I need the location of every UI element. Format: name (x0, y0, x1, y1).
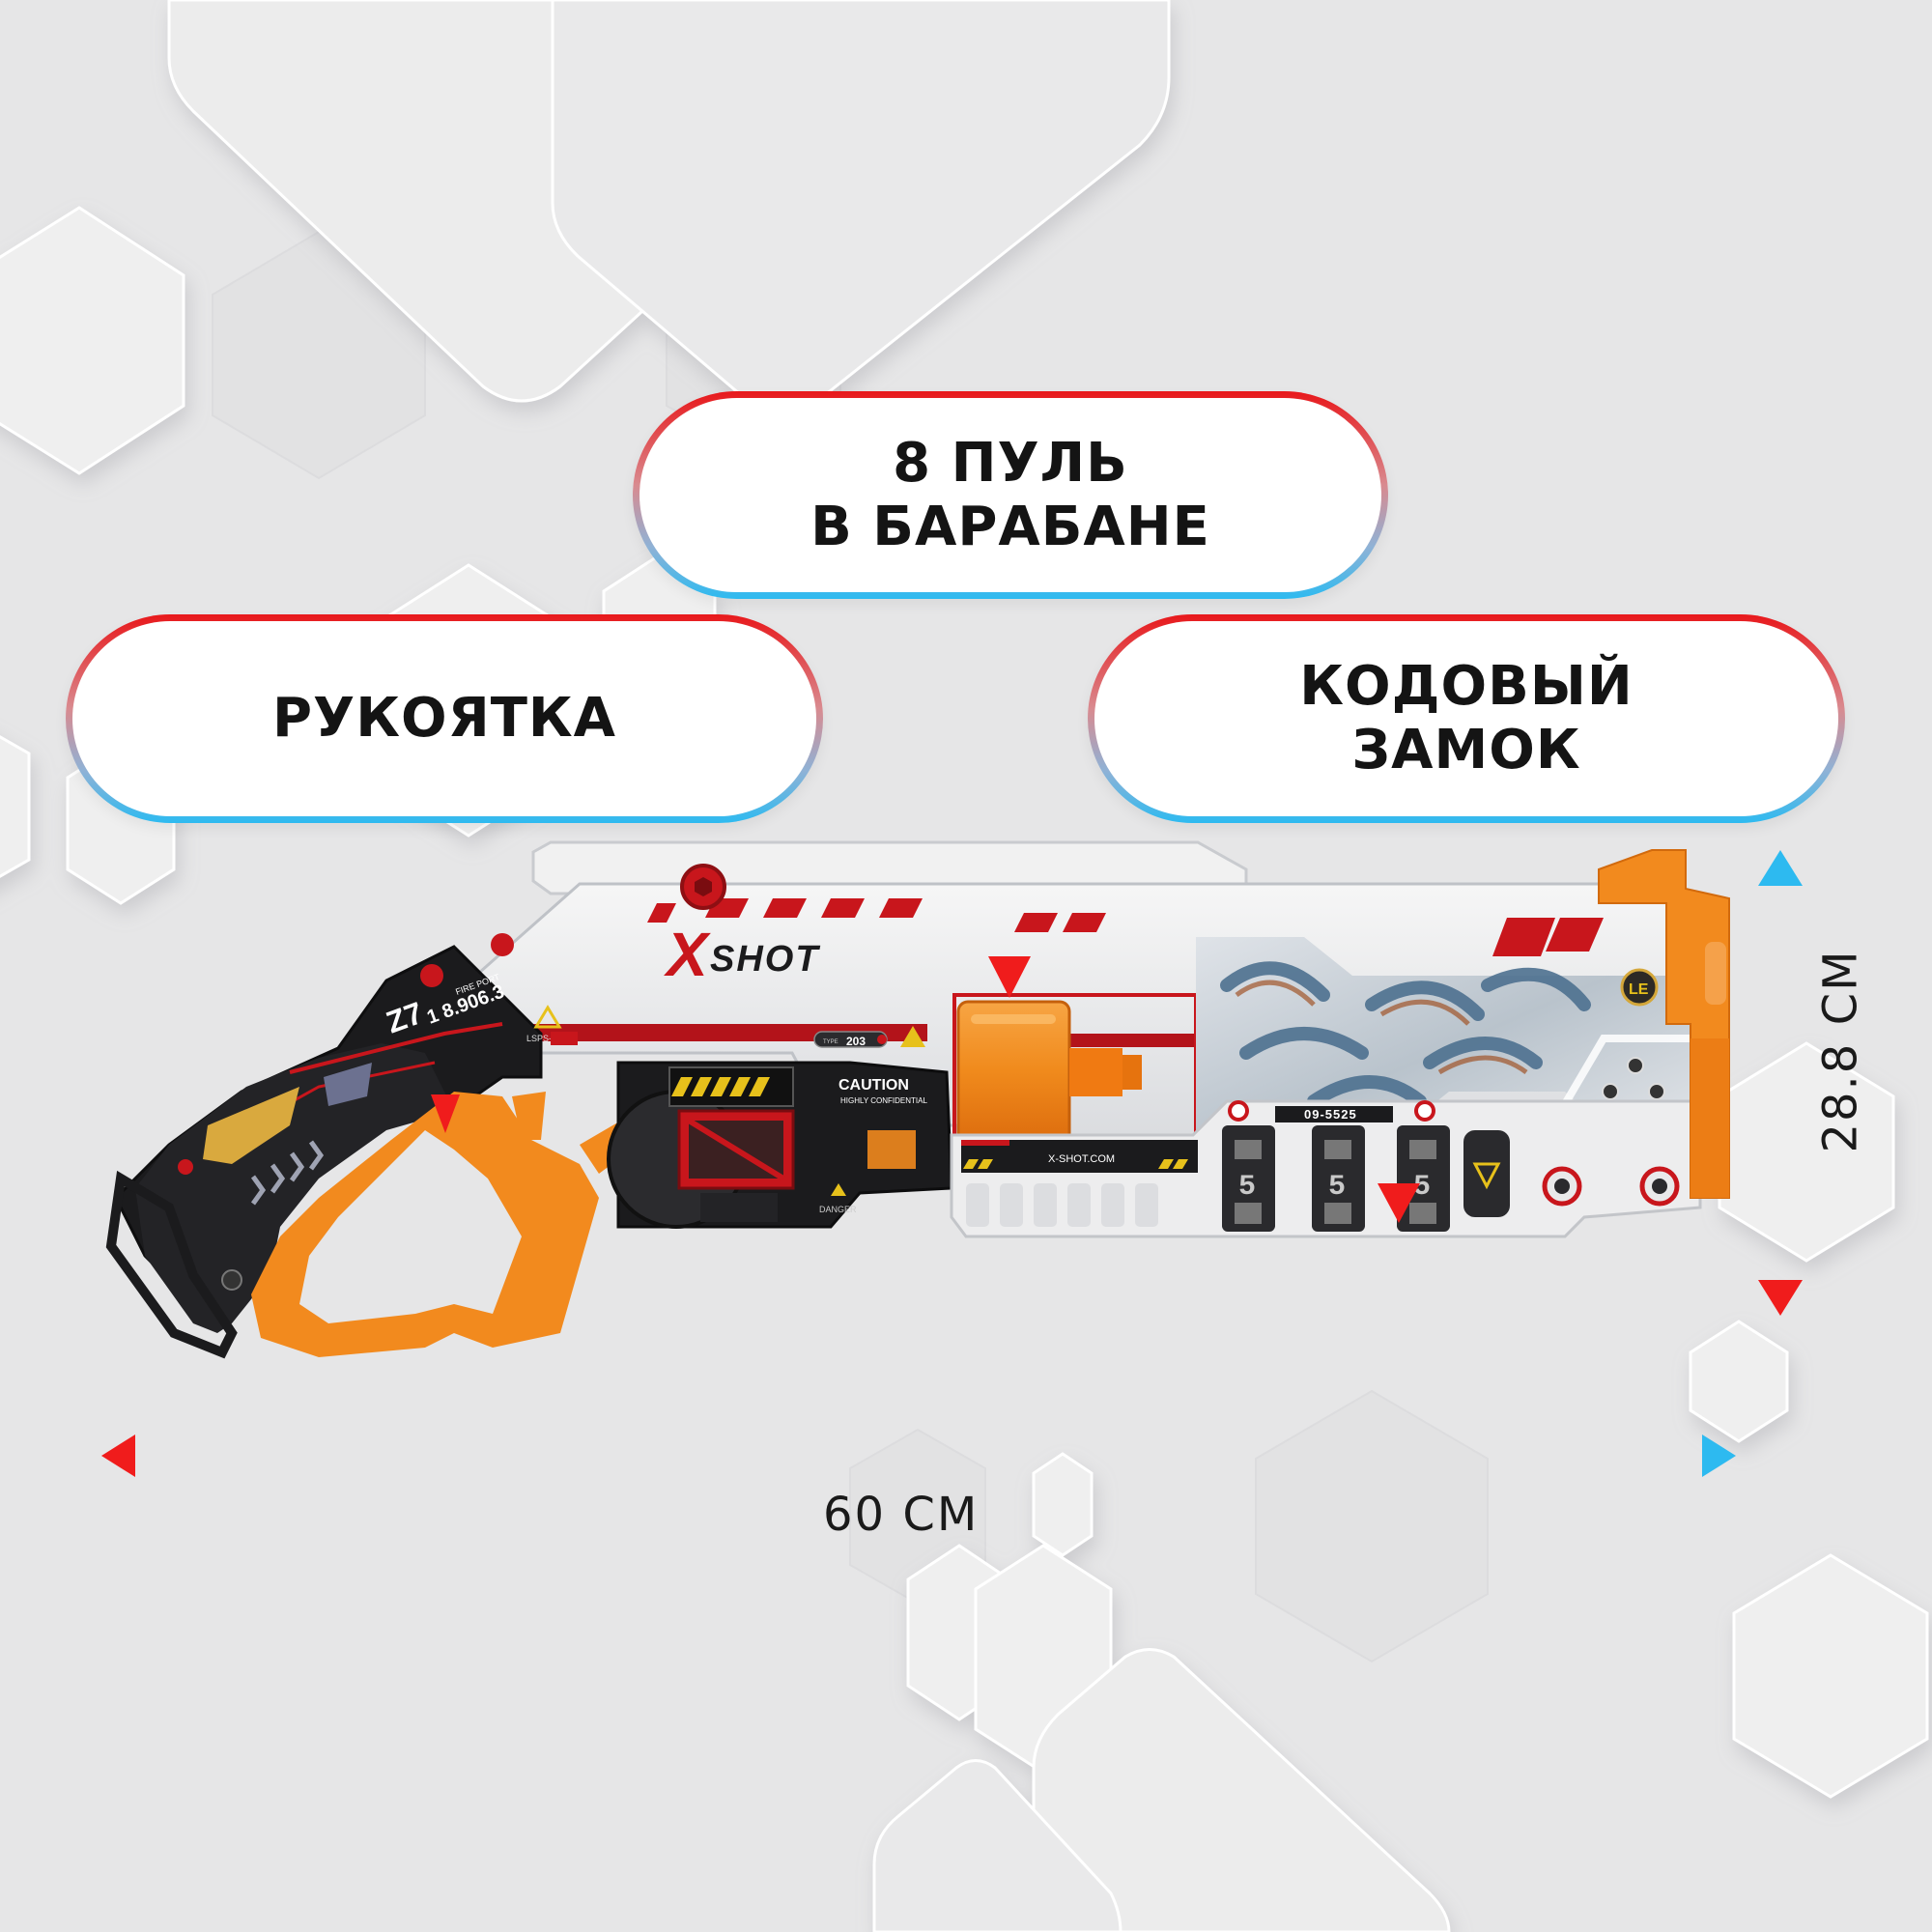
combination-lock: 09-5525 5 5 5 (1222, 1100, 1680, 1232)
revolver-drum (956, 1000, 1142, 1158)
callout-handle-text: РУКОЯТКА (271, 687, 617, 750)
emblem: LE (1629, 981, 1649, 998)
width-dimension-arrow (101, 1435, 1736, 1477)
lock-digit-3: 5 (1413, 1171, 1431, 1204)
type-label: TYPE (823, 1039, 838, 1045)
lock-digit-1: 5 (1238, 1171, 1256, 1204)
height-dimension-label: 28.8 CM (1813, 949, 1868, 1153)
callout-drum: 8 ПУЛЬ В БАРАБАНЕ (633, 391, 1388, 599)
callout-drum-line-1: 8 ПУЛЬ (893, 431, 1128, 495)
svg-text:X: X (664, 920, 711, 989)
handle-connector (431, 823, 460, 1133)
height-dimension-arrow (1758, 850, 1803, 1316)
lock-code: 09-5525 (1304, 1107, 1357, 1122)
caution-label: CAUTION (838, 1077, 909, 1094)
lock-connector (1378, 823, 1420, 1223)
lock-digit-2: 5 (1328, 1171, 1346, 1204)
callout-handle: РУКОЯТКА (66, 614, 823, 823)
width-dimension-label: 60 CM (823, 1488, 980, 1542)
callout-drum-line-2: В БАРАБАНЕ (810, 495, 1210, 558)
callout-lock-line-1: КОДОВЫЙ (1299, 655, 1634, 718)
callout-lock-line-2: ЗАМОК (1351, 719, 1581, 781)
blaster: X SHOT Z7 FIRE PORT 1 (105, 840, 1730, 1359)
danger-label: DANGER (819, 1205, 857, 1214)
caution-subtitle: HIGHLY CONFIDENTIAL (840, 1096, 927, 1105)
svg-text:SHOT: SHOT (710, 939, 820, 980)
xshot-logo: X SHOT (664, 920, 820, 989)
website-label: X-SHOT.COM (1048, 1153, 1115, 1165)
callout-lock: КОДОВЫЙ ЗАМОК (1088, 614, 1845, 823)
drum-connector (988, 599, 1031, 998)
type-code: 203 (846, 1035, 866, 1048)
small-code: LSPS-5 (526, 1034, 556, 1043)
